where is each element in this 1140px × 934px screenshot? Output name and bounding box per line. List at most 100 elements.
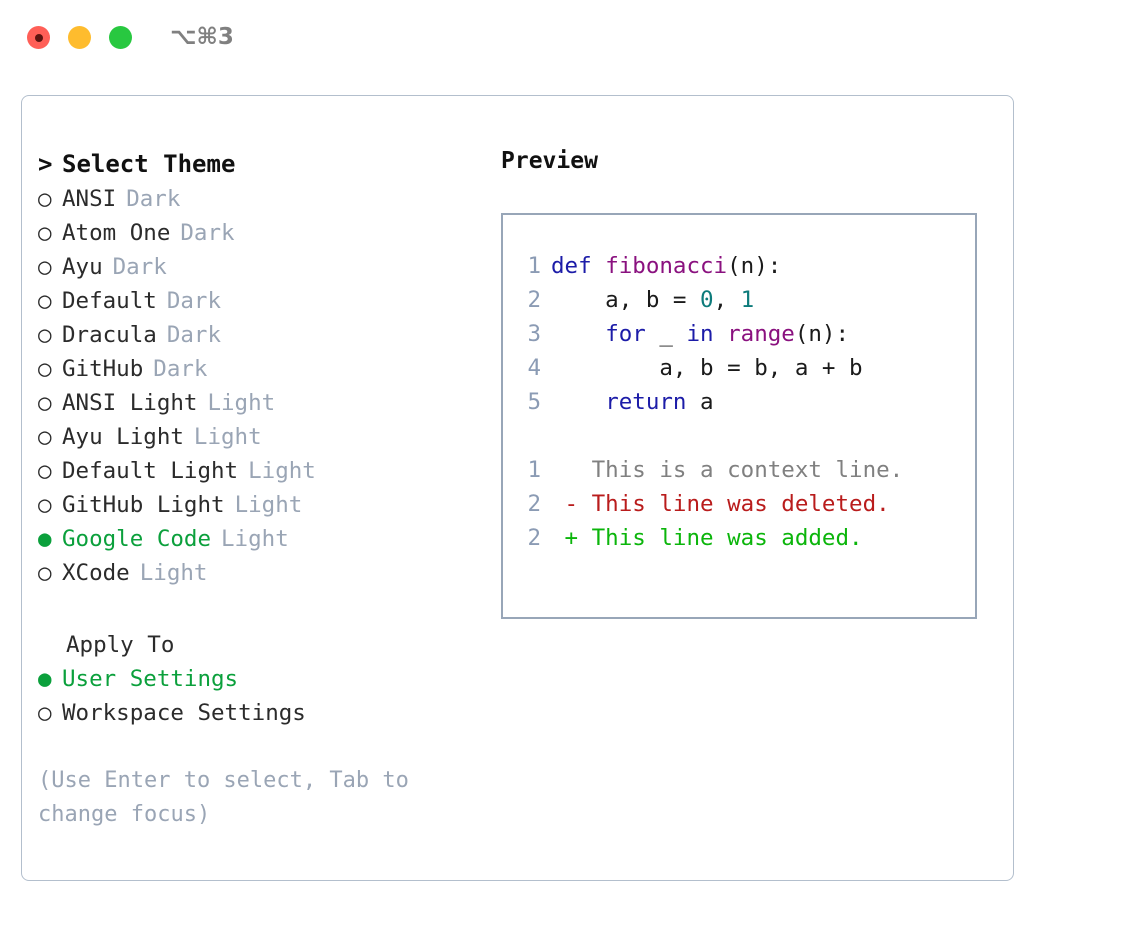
theme-list-item[interactable]: ○ Default Dark bbox=[38, 284, 478, 318]
apply-to-list: ● User Settings ○Workspace Settings bbox=[38, 662, 478, 730]
theme-list-item[interactable]: ○ GitHub Light Light bbox=[38, 488, 478, 522]
diff-marker: + bbox=[551, 525, 579, 551]
radio-unselected-icon: ○ bbox=[38, 458, 52, 484]
radio-unselected-icon: ○ bbox=[38, 356, 52, 382]
line-number: 2 bbox=[527, 287, 541, 313]
titlebar: ⌥⌘3 bbox=[0, 0, 1140, 78]
radio-unselected-icon: ○ bbox=[38, 220, 52, 246]
theme-name: Default Light bbox=[62, 458, 239, 484]
theme-list-item[interactable]: ○ Ayu Dark bbox=[38, 250, 478, 284]
code-token: range bbox=[727, 321, 795, 347]
line-number: 5 bbox=[527, 389, 541, 415]
code-token bbox=[551, 321, 605, 347]
diff-marker: - bbox=[551, 491, 579, 517]
radio-unselected-icon: ○ bbox=[38, 254, 52, 280]
code-token: return bbox=[605, 389, 687, 415]
theme-variant-tag: Light bbox=[221, 526, 289, 552]
theme-name: GitHub bbox=[62, 356, 144, 382]
theme-name: Ayu bbox=[62, 254, 103, 280]
close-button[interactable] bbox=[27, 26, 50, 49]
keyboard-shortcut-label: ⌥⌘3 bbox=[170, 24, 234, 50]
theme-variant-tag: Dark bbox=[180, 220, 235, 246]
line-number: 3 bbox=[527, 321, 541, 347]
line-number: 2 bbox=[527, 491, 541, 517]
code-token: fibonacci bbox=[605, 253, 728, 279]
theme-variant-tag: Dark bbox=[153, 356, 208, 382]
theme-name: Dracula bbox=[62, 322, 157, 348]
code-line: 5 return a bbox=[503, 385, 975, 419]
diff-text: This is a context line. bbox=[578, 457, 904, 483]
theme-name: Default bbox=[62, 288, 157, 314]
code-token: , bbox=[713, 287, 741, 313]
maximize-button[interactable] bbox=[109, 26, 132, 49]
diff-text: This line was added. bbox=[578, 525, 863, 551]
code-token: a bbox=[686, 389, 714, 415]
line-number: 4 bbox=[527, 355, 541, 381]
code-token: a, b = b, a + b bbox=[551, 355, 863, 381]
diff-line: 1 This is a context line. bbox=[503, 453, 975, 487]
keyboard-hint-line-2: change focus) bbox=[38, 802, 211, 827]
apply-to-option-label: User Settings bbox=[62, 666, 239, 692]
diff-line: 2 - This line was deleted. bbox=[503, 487, 975, 521]
code-token: a, b = bbox=[551, 287, 701, 313]
radio-unselected-icon: ○ bbox=[38, 288, 52, 314]
apply-to-label: Apply To bbox=[66, 632, 175, 658]
theme-variant-tag: Light bbox=[234, 492, 303, 518]
code-line: 4 a, b = b, a + b bbox=[503, 351, 975, 385]
keyboard-hint-line-1: (Use Enter to select, Tab to bbox=[38, 768, 409, 793]
code-line: 2 a, b = 0, 1 bbox=[503, 283, 975, 317]
theme-name: XCode bbox=[62, 560, 130, 586]
radio-unselected-icon: ○ bbox=[38, 424, 52, 450]
line-number: 1 bbox=[527, 253, 541, 279]
code-token: in bbox=[686, 321, 714, 347]
theme-variant-tag: Light bbox=[139, 560, 208, 586]
theme-list-item[interactable]: ○ XCode Light bbox=[38, 556, 478, 590]
theme-list-item[interactable]: ○ GitHub Dark bbox=[38, 352, 478, 386]
apply-to-option[interactable]: ○Workspace Settings bbox=[38, 696, 478, 730]
preview-title: Preview bbox=[501, 148, 598, 174]
theme-list-item[interactable]: ○ ANSI Dark bbox=[38, 182, 478, 216]
prompt-caret-icon: > bbox=[38, 150, 53, 178]
code-line: 3 for _ in range(n): bbox=[503, 317, 975, 351]
radio-selected-icon: ● bbox=[38, 666, 52, 692]
page-title: Select Theme bbox=[62, 150, 236, 178]
section-spacer bbox=[38, 590, 478, 628]
radio-unselected-icon: ○ bbox=[38, 186, 52, 212]
theme-variant-tag: Light bbox=[248, 458, 316, 484]
code-token: def bbox=[551, 253, 606, 279]
apply-to-option[interactable]: ● User Settings bbox=[38, 662, 478, 696]
radio-unselected-icon: ○ bbox=[38, 322, 52, 348]
code-token bbox=[551, 389, 605, 415]
radio-unselected-icon: ○ bbox=[38, 560, 52, 586]
theme-variant-tag: Light bbox=[193, 424, 262, 450]
code-diff-spacer bbox=[503, 419, 975, 453]
code-token bbox=[714, 321, 728, 347]
theme-name: ANSI Light bbox=[62, 390, 198, 416]
theme-name: GitHub Light bbox=[62, 492, 225, 518]
theme-variant-tag: Dark bbox=[166, 288, 222, 314]
theme-picker-header: > Select Theme bbox=[38, 146, 478, 182]
theme-list-item[interactable]: ○ Default Light Light bbox=[38, 454, 478, 488]
radio-unselected-icon: ○ bbox=[38, 492, 52, 518]
code-token: 1 bbox=[740, 287, 755, 313]
diff-sample: 1 This is a context line.2 - This line w… bbox=[503, 453, 975, 555]
minimize-button[interactable] bbox=[68, 26, 91, 49]
theme-variant-tag: Light bbox=[207, 390, 276, 416]
theme-name: ANSI bbox=[62, 186, 117, 212]
theme-variant-tag: Dark bbox=[126, 186, 181, 212]
line-number: 1 bbox=[527, 457, 541, 483]
diff-line: 2 + This line was added. bbox=[503, 521, 975, 555]
theme-variant-tag: Dark bbox=[112, 254, 167, 280]
